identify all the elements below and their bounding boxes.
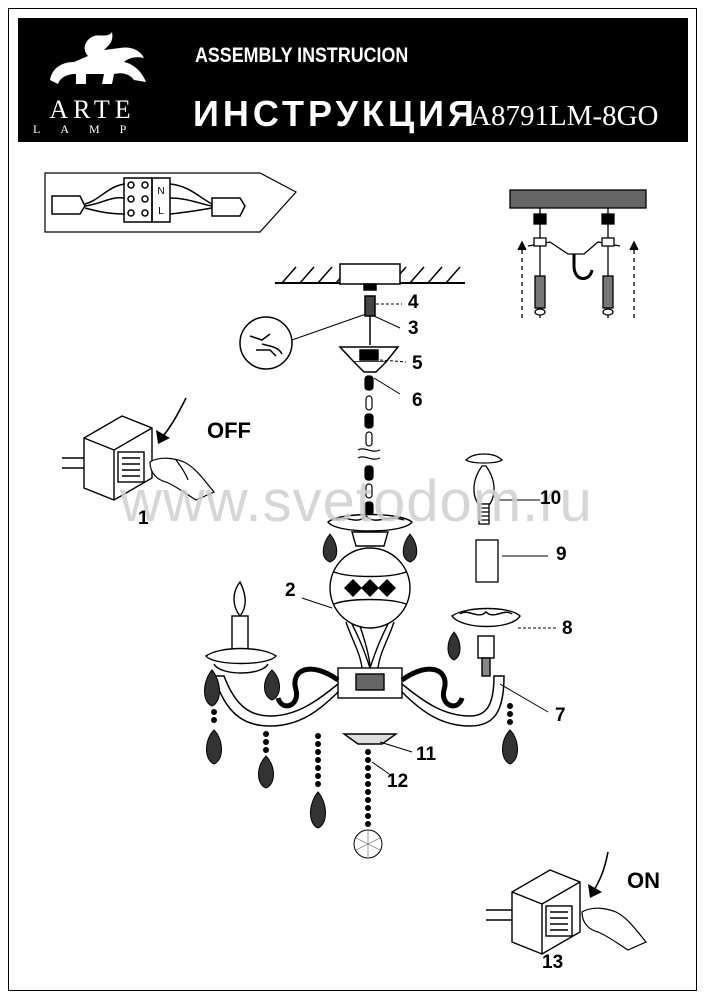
brand-name: ARTE: [49, 95, 136, 124]
on-label: ON: [627, 868, 660, 893]
callout-10: 10: [540, 488, 562, 509]
terminal-label-l: L: [158, 206, 164, 217]
crystal-drop-icon: [310, 791, 326, 829]
hand-icon: [149, 457, 215, 501]
arrow-head-icon: [156, 430, 170, 444]
crystal-drop-icon: [502, 729, 518, 765]
callout-13: 13: [542, 952, 564, 973]
crystal-drop-icon: [206, 729, 222, 765]
arrow-head-icon: [588, 884, 602, 898]
arrow-icon: [159, 397, 187, 441]
page-border: [8, 8, 697, 991]
crystal-drops: [204, 533, 518, 829]
terminal-label-n: N: [157, 186, 164, 197]
callout-4: 4: [408, 292, 419, 313]
wiring-diagram: [44, 172, 297, 233]
callout-11: 11: [416, 744, 437, 765]
bead-strings: [211, 703, 513, 827]
callout-3: 3: [408, 318, 419, 339]
crystal-drop-icon: [204, 669, 220, 707]
title-english: ASSEMBLY INSTRUCION: [195, 44, 409, 67]
callout-1: 1: [138, 508, 149, 529]
griffin-logo-icon: [50, 32, 146, 84]
callout-8: 8: [562, 618, 573, 639]
brand-subtitle: LAMP: [33, 122, 147, 136]
hook-icon: [572, 254, 594, 280]
light-switch-icon: [486, 869, 581, 955]
crystal-drop-icon: [322, 533, 338, 563]
candle-icon: [204, 580, 278, 674]
header-bar: [18, 18, 688, 142]
ceiling-canopy: [239, 263, 465, 373]
callout-9: 9: [556, 544, 567, 565]
callout-7: 7: [555, 705, 566, 726]
crystal-drop-icon: [258, 755, 274, 789]
callout-5: 5: [412, 353, 423, 374]
crystal-drop-icon: [402, 533, 418, 563]
callout-6: 6: [412, 390, 423, 411]
mounting-bracket-diagram: [509, 189, 647, 318]
callout-2: 2: [285, 580, 296, 601]
light-switch-icon: [62, 415, 153, 501]
bulb-icon: [464, 453, 504, 583]
hand-icon: [581, 907, 647, 951]
callout-12: 12: [387, 771, 409, 792]
off-label: OFF: [207, 418, 251, 443]
watermark: www.svetodom.ru: [120, 469, 593, 534]
socket-cup: [451, 607, 521, 677]
title-russian: ИНСТРУКЦИЯ: [193, 93, 478, 134]
crystal-drop-icon: [264, 669, 280, 701]
model-number: A8791LM-8GO: [470, 100, 659, 132]
chandelier-arms: [275, 666, 465, 709]
crystal-drop-icon: [447, 631, 461, 661]
leader-lines: [301, 303, 556, 777]
chandelier-body: [327, 513, 413, 745]
